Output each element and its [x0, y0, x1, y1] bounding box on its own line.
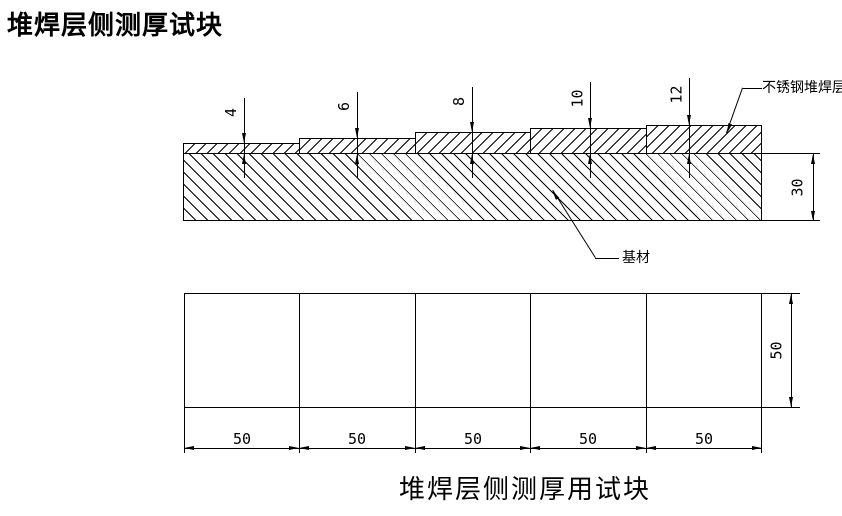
dim-text-6: 6 — [335, 101, 354, 111]
dim-line-30 — [813, 153, 814, 221]
base-label: 基材 — [622, 250, 650, 266]
plan-ext-2 — [415, 408, 416, 453]
base-leader-horizontal — [595, 258, 619, 259]
plan-height-text: 50 — [767, 340, 786, 360]
overlay-leader-horizontal — [743, 88, 762, 89]
plan-arrow-up-50 — [789, 294, 793, 304]
dim-arrow-down-4 — [242, 133, 246, 143]
plan-dim-line-bottom — [184, 448, 762, 449]
ext-line-30-top — [762, 153, 820, 154]
dim-text-30: 30 — [788, 177, 807, 197]
plan-ext-3 — [530, 408, 531, 453]
dim-arrow-up-6 — [355, 154, 359, 164]
plan-width-text-2: 50 — [347, 430, 367, 448]
plan-arrow-down-50 — [789, 397, 793, 407]
overlay-label: 不锈钢堆焊层 — [762, 80, 842, 96]
dim-arrow-down-6 — [355, 128, 359, 138]
drawing-title: 堆焊层侧测厚试块 — [7, 11, 224, 41]
dim-arrow-up-10 — [588, 154, 592, 164]
dim-text-4: 4 — [222, 107, 241, 117]
overlay-step-12 — [646, 125, 762, 154]
overlay-step-10 — [530, 128, 647, 154]
plan-arrow-r3 — [520, 446, 530, 450]
dim-text-8: 8 — [450, 96, 469, 106]
drawing-caption: 堆焊层侧测厚用试块 — [398, 475, 651, 505]
dim-arrow-down-8 — [470, 122, 474, 132]
plan-arrow-r1 — [289, 446, 299, 450]
plan-width-text-1: 50 — [232, 430, 252, 448]
dim-line-8 — [472, 87, 473, 178]
plan-width-text-4: 50 — [578, 430, 598, 448]
plan-width-text-5: 50 — [694, 430, 714, 448]
overlay-step-4 — [183, 143, 300, 154]
dim-line-12 — [689, 78, 690, 178]
dim-text-10: 10 — [568, 88, 587, 108]
plan-ext-right-top — [762, 293, 800, 294]
dim-text-12: 12 — [667, 84, 686, 104]
ext-line-30-bottom — [762, 220, 820, 221]
plan-arrow-r2 — [405, 446, 415, 450]
plan-arrow-r5 — [752, 446, 762, 450]
plan-ext-4 — [646, 408, 647, 453]
plan-arrow-l4 — [646, 446, 656, 450]
plan-divider-3 — [530, 293, 531, 408]
dim-arrow-up-30 — [811, 154, 815, 164]
plan-view-outline — [184, 293, 762, 408]
plan-arrow-l2 — [415, 446, 425, 450]
dim-arrow-down-10 — [588, 118, 592, 128]
plan-divider-4 — [646, 293, 647, 408]
dim-arrow-up-4 — [242, 154, 246, 164]
plan-arrow-r4 — [636, 446, 646, 450]
dim-arrow-down-30 — [811, 211, 815, 221]
dim-arrow-up-12 — [687, 154, 691, 164]
plan-dim-line-right — [791, 293, 792, 408]
plan-ext-0 — [184, 408, 185, 453]
plan-ext-right-bottom — [762, 407, 800, 408]
dim-line-10 — [590, 82, 591, 178]
plan-divider-2 — [415, 293, 416, 408]
plan-arrow-l3 — [530, 446, 540, 450]
plan-width-text-3: 50 — [463, 430, 483, 448]
overlay-step-8 — [415, 132, 531, 154]
plan-arrow-l0 — [184, 446, 194, 450]
plan-ext-5 — [761, 408, 762, 453]
dim-arrow-up-8 — [470, 154, 474, 164]
plan-ext-1 — [299, 408, 300, 453]
plan-arrow-l1 — [299, 446, 309, 450]
dim-arrow-down-12 — [687, 115, 691, 125]
plan-divider-1 — [299, 293, 300, 408]
